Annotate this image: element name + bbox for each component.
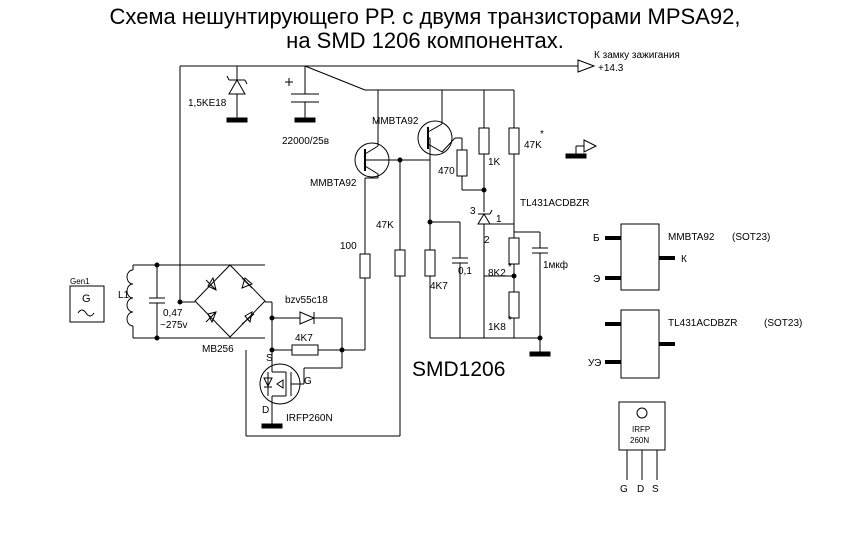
label-tl431: TL431ACDBZR [520,198,589,209]
label-pin2: 2 [484,235,490,246]
supply-bus [179,65,578,302]
star-1k8: * [508,315,512,326]
star-47k: * [540,129,544,140]
label-to-d: D [637,484,644,495]
zener-1-5ke18 [226,66,248,118]
label-ignition: К замку зажигания [594,50,680,61]
label-cap-01: 0,1 [458,266,472,277]
label-r-47k-top: 47K [524,140,542,151]
tl431-regulator [477,209,514,338]
label-cap-047: 0,47 [163,308,183,319]
resistor-47k-top [508,127,520,155]
generator-gen1 [69,285,105,323]
label-to-irfp: IRFP [632,425,650,434]
label-s: S [266,353,273,364]
mosfet-irfp260n [259,360,342,424]
label-smd: SMD1206 [412,358,505,381]
label-r-4k7-mid: 4K7 [430,281,448,292]
star-8k2: * [508,262,512,273]
label-voltage: +14.3 [598,63,624,74]
mosfet-ground-icon [261,423,283,429]
label-r-4k7: 4K7 [295,333,313,344]
label-g: G [304,376,312,387]
label-pkg-k: К [681,254,687,265]
label-to-g: G [620,484,628,495]
label-r-8k2: 8K2 [488,268,506,279]
ground-arrow-icon [583,139,598,153]
label-pkg-ue: УЭ [588,358,601,369]
label-d: D [262,405,269,416]
resistor-1k [478,127,490,155]
label-to-s: S [652,484,659,495]
label-l1: L1 [118,290,130,301]
label-pin3: 3 [470,206,476,217]
resistor-4k7-mid [424,249,436,277]
capacitor-22000 [285,66,319,118]
label-gen-g: G [82,293,91,305]
transistor-q2 [417,90,463,160]
label-bridge: MB256 [202,344,234,355]
title-line-2: на SMD 1206 компонентах. [286,28,564,53]
ignition-arrow-icon [577,59,596,73]
title-line-1: Схема нешунтирующего РР. с двумя транзис… [109,4,741,29]
label-pkg-b: Б [593,233,600,244]
label-r-470: 470 [438,166,455,177]
resistor-47k [394,249,406,277]
sot23-package-mmbta92 [605,223,675,291]
label-cap-main: 22000/25в [282,136,329,147]
label-r-1k: 1K [488,157,501,168]
label-pkg-tl-type: (SOT23) [764,318,802,329]
label-pkg-q-type: (SOT23) [732,232,770,243]
resistor-4k7 [291,344,319,356]
resistor-100 [359,253,371,279]
ground-right-icon [565,153,587,159]
label-r-47k: 47K [376,220,394,231]
label-pkg-q-name: MMBTA92 [668,232,715,243]
label-irfp: IRFP260N [286,413,333,424]
sot23-package-tl431 [605,309,675,379]
label-r-100: 100 [340,241,357,252]
label-cap-1mkf: 1мкф [543,259,568,271]
resistor-470 [456,149,468,177]
label-q1: MMBTA92 [310,178,357,189]
label-q2: MMBTA92 [372,116,419,127]
capacitor-ground-icon [294,117,316,123]
label-to-260n: 260N [630,436,649,445]
resistor-8k2 [508,237,520,265]
zener-ground-icon [226,117,248,123]
label-zener: 1,5KE18 [188,98,227,109]
transistor-q1 [354,90,430,254]
zener-bzv55c18 [272,311,343,368]
label-pin1: 1 [496,214,502,225]
label-pkg-e: Э [593,274,600,285]
label-gen: Gen1 [70,277,90,286]
label-pkg-tl-name: TL431ACDBZR [668,318,737,329]
ground-1mkf-icon [529,351,551,357]
bridge-mb256 [180,264,273,360]
label-r-1k8: 1K8 [488,322,506,333]
label-bzv: bzv55c18 [285,295,328,306]
to247-package-irfp260n [618,401,666,480]
label-cap-275: ~275v [160,320,188,331]
